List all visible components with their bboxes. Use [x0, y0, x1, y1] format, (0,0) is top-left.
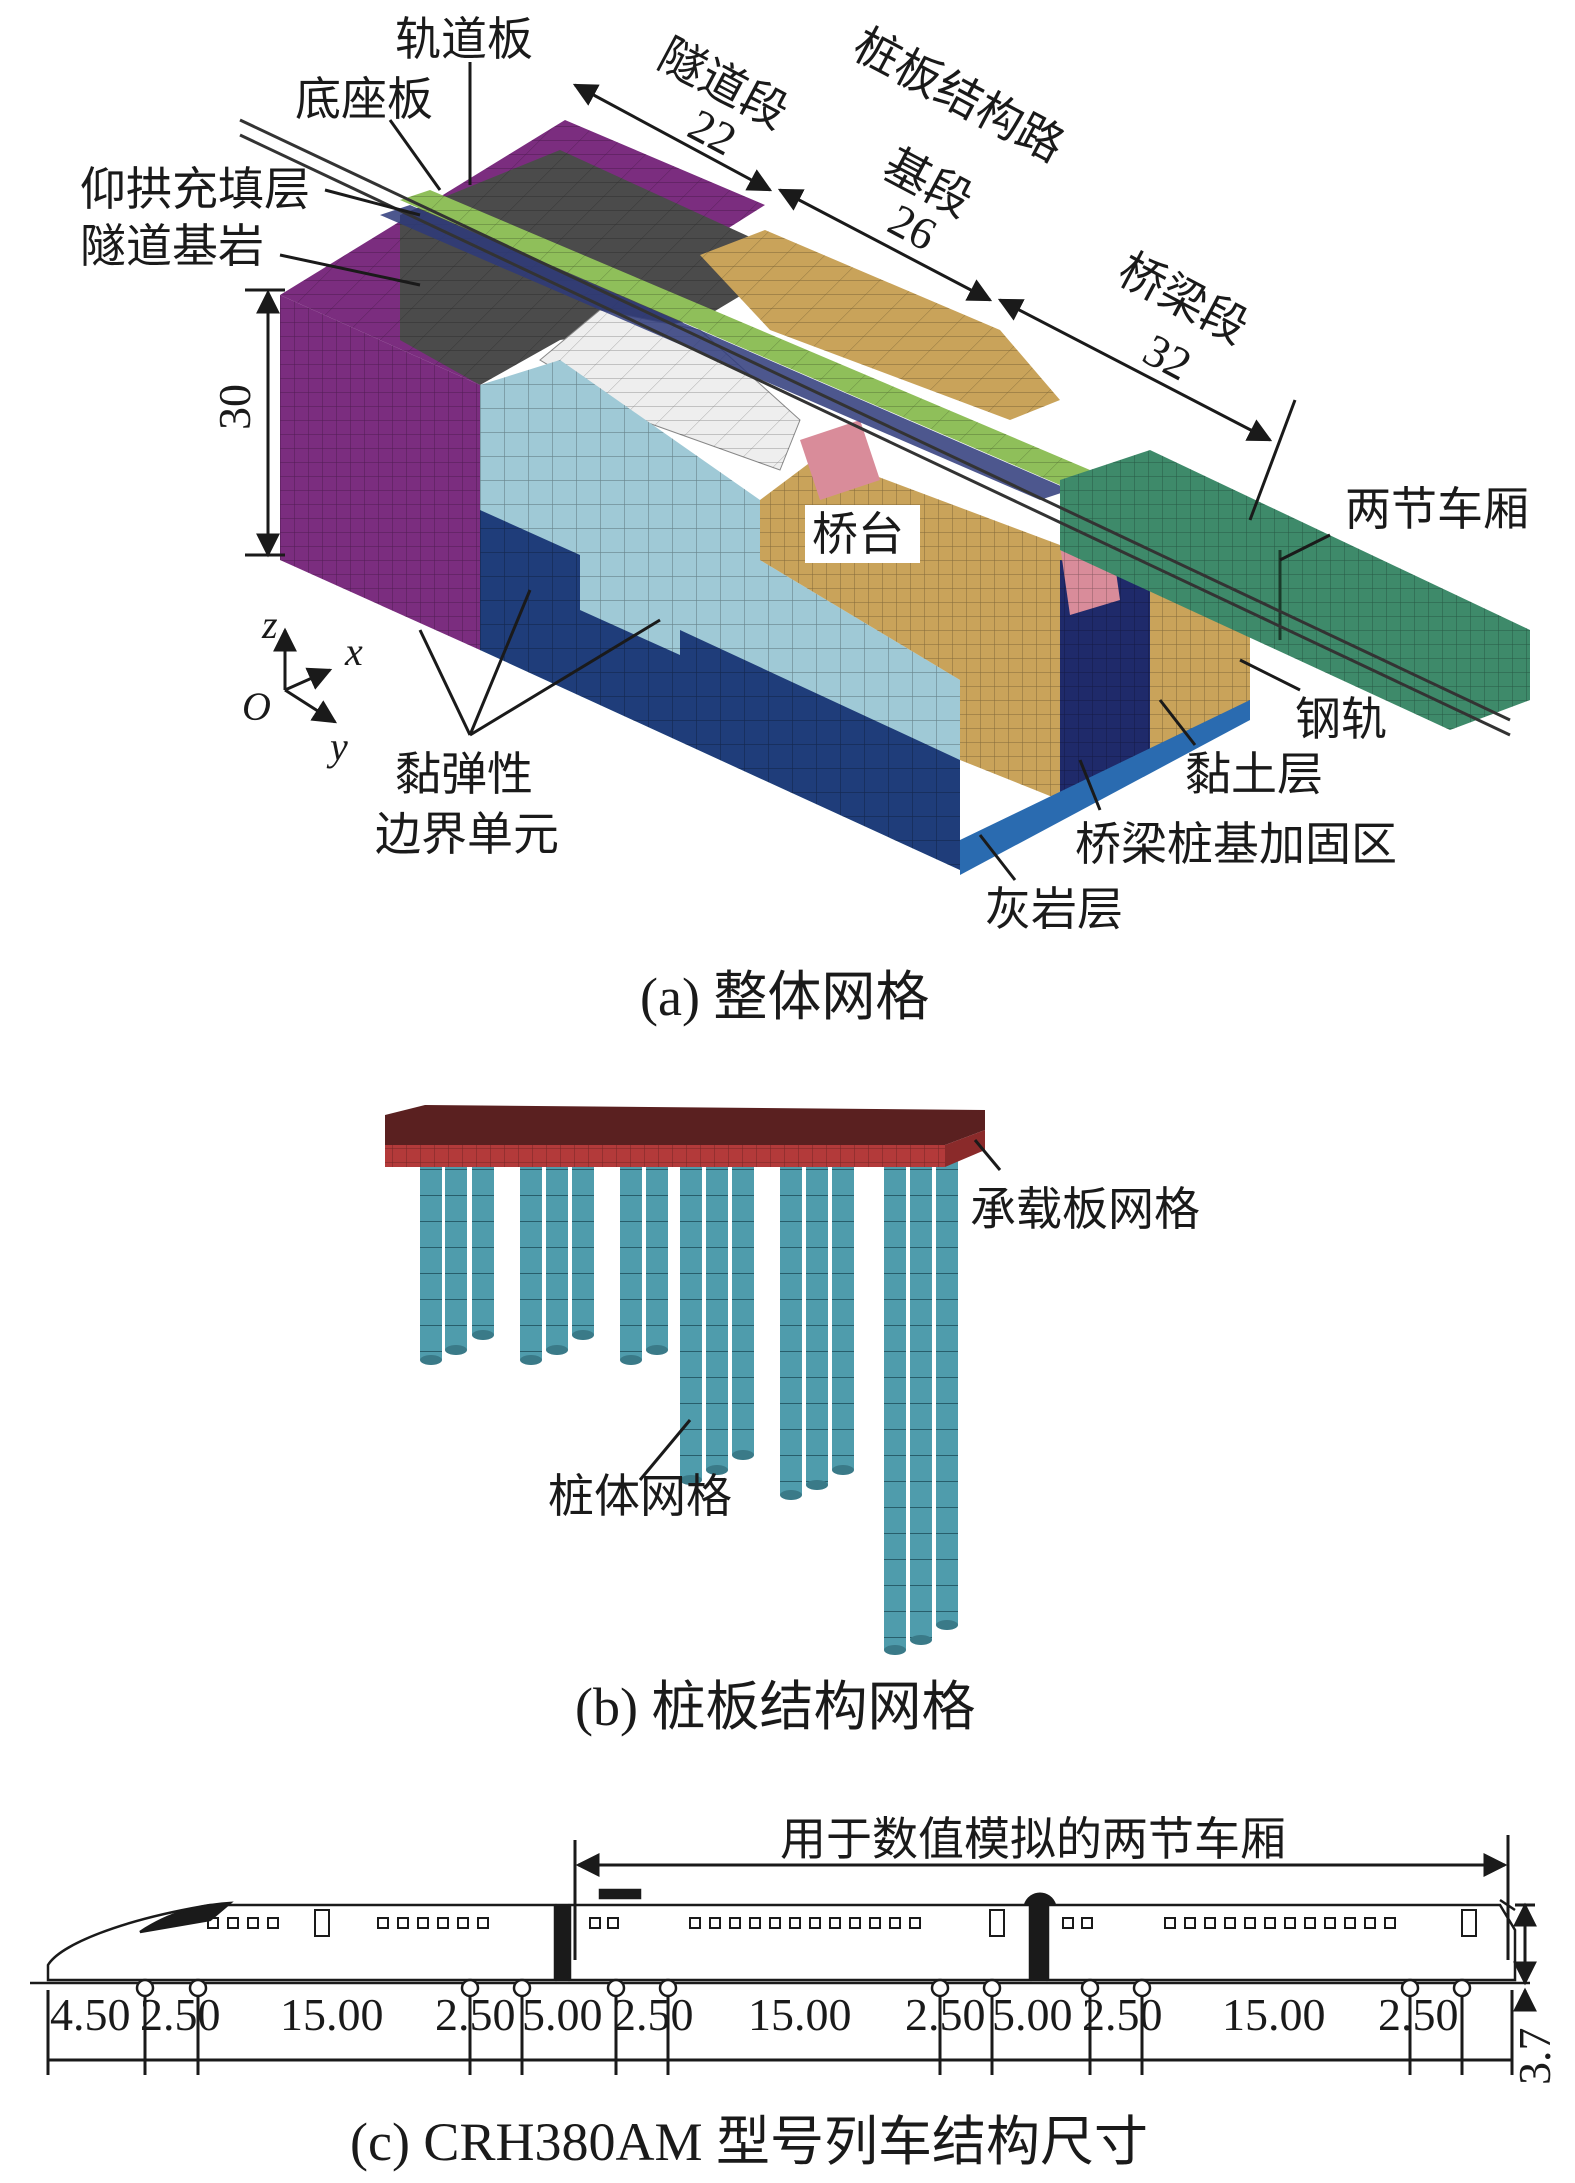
label-track-slab: 轨道板: [395, 12, 533, 66]
axis-x-label: x: [344, 629, 363, 674]
pile: [706, 1160, 728, 1475]
dim-label: 2.50: [613, 1989, 694, 2040]
middle-car-body: [568, 1903, 1032, 1982]
pile: [620, 1160, 642, 1365]
label-pile-reinforce: 桥梁桩基加固区: [1075, 817, 1397, 871]
third-car-body: [1046, 1903, 1517, 1982]
pile: [445, 1160, 467, 1355]
panel-a-dims: [245, 83, 1297, 558]
dim-height-label: 3.7: [1509, 2028, 1560, 2086]
caption-a: (a) 整体网格: [640, 967, 929, 1027]
label-abutment: 桥台: [812, 507, 904, 561]
label-invert-fill: 仰拱充填层: [80, 162, 310, 216]
axis-z-label: z: [261, 602, 278, 647]
pile: [832, 1160, 854, 1475]
label-pile-mesh: 桩体网格: [548, 1469, 732, 1523]
pile: [910, 1160, 932, 1645]
dim-label: 15.00: [748, 1989, 852, 2040]
base-slab-dark: [380, 205, 1070, 500]
label-viscoelastic-2: 边界单元: [375, 807, 559, 861]
label-limestone: 灰岩层: [985, 882, 1123, 936]
head-car-windshield: [139, 1901, 234, 1934]
pile: [680, 1160, 702, 1485]
pile: [520, 1160, 542, 1365]
panel-c-title-dim: 用于数值模拟的两节车厢: [573, 1812, 1510, 1960]
pile: [420, 1160, 442, 1365]
dim-label: 2.50: [140, 1989, 221, 2040]
dim-label: 15.00: [1222, 1989, 1326, 2040]
dim-label: 5.00: [992, 1989, 1073, 2040]
axis-y-label: y: [326, 724, 348, 769]
label-viscoelastic-1: 黏弹性: [395, 747, 533, 801]
limestone-bottom: [960, 700, 1250, 875]
dim-label: 15.00: [280, 1989, 384, 2040]
dim-label: 4.50: [50, 1989, 131, 2040]
panel-a-leaders: [279, 62, 1331, 881]
dim-bridge: 32: [1135, 324, 1200, 391]
pile: [936, 1160, 958, 1630]
dim-label: 2.50: [1378, 1989, 1459, 2040]
label-plate-mesh: 承载板网格: [970, 1182, 1200, 1236]
pile: [546, 1160, 568, 1355]
pile: [884, 1160, 906, 1655]
pile: [646, 1160, 668, 1355]
train-windows: [207, 1909, 1477, 1937]
caption-b: (b) 桩板结构网格: [575, 1677, 975, 1737]
axis-o-label: O: [242, 684, 271, 729]
rail-line-1: [239, 118, 1511, 722]
train-drawing: [30, 1888, 1530, 1985]
label-two-cars: 两节车厢: [1345, 482, 1529, 536]
pile: [572, 1160, 594, 1340]
abutment-label-bg: [805, 505, 920, 563]
label-rail: 钢轨: [1295, 692, 1387, 746]
pile: [732, 1160, 754, 1460]
abutment-pink: [800, 420, 880, 500]
head-car-body: [46, 1903, 557, 1982]
pile: [806, 1160, 828, 1490]
dim-label: 2.50: [1082, 1989, 1163, 2040]
pile: [472, 1160, 494, 1340]
train-dim-chain: [46, 1902, 1537, 2075]
dim-label: 2.50: [435, 1989, 516, 2040]
piles: [420, 1160, 958, 1655]
axes-indicator: z x O y: [242, 602, 363, 769]
rail-line-2: [239, 133, 1511, 737]
train-title: 用于数值模拟的两节车厢: [780, 1812, 1286, 1866]
train-dim-labels: 4.50 2.50 15.00 2.50 5.00 2.50 15.00 2.5…: [50, 1989, 1560, 2085]
label-tunnel-bedrock: 隧道基岩: [80, 219, 264, 273]
label-clay-layer: 黏土层: [1185, 747, 1323, 801]
dim-label: 5.00: [522, 1989, 603, 2040]
label-base-slab: 底座板: [295, 72, 433, 126]
panel-b-model: [385, 1105, 985, 1655]
dim-height: 30: [209, 384, 260, 430]
bearing-plate-top: [385, 1105, 985, 1145]
caption-c: (c) CRH380AM 型号列车结构尺寸: [350, 2112, 1148, 2172]
label-pile-plate-1: 桩板结构路: [845, 17, 1073, 173]
dim-label: 2.50: [905, 1989, 986, 2040]
pile: [780, 1160, 802, 1500]
panel-b-leaders: [638, 1139, 1002, 1481]
